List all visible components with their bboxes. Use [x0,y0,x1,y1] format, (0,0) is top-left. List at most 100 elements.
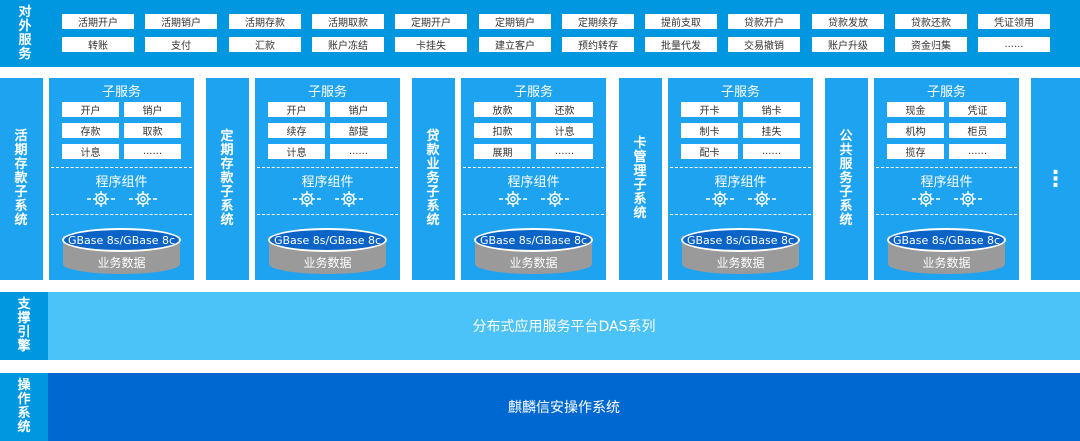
divider [876,214,1017,215]
subservice-item[interactable]: ...... [536,144,593,159]
service-item[interactable]: 交易撤销 [728,37,800,52]
service-item[interactable]: 资金归集 [895,37,967,52]
gear-icon [496,190,530,210]
service-item[interactable]: 定期销户 [479,14,551,29]
service-item[interactable]: 汇款 [229,37,301,52]
subservice-item[interactable]: 销户 [330,102,387,117]
subservice-item[interactable]: 放款 [474,102,531,117]
service-item[interactable]: 建立客户 [479,37,551,52]
subservice-item[interactable]: 凭证 [949,102,1006,117]
divider [51,167,192,168]
component-icons [461,190,606,210]
gear-icon [538,190,572,210]
subsystem-label: 定期存款子系统 [214,80,240,278]
service-item[interactable]: 批量代发 [645,37,717,52]
subservice-item[interactable]: 配卡 [681,144,738,159]
service-item[interactable]: 账户升级 [812,37,884,52]
label-char: 系 [14,199,28,214]
business-data-label: 业务数据 [509,256,558,270]
subservice-item[interactable]: ...... [743,144,800,159]
service-item[interactable]: 活期开户 [62,14,134,29]
service-item[interactable]: 活期取款 [312,14,384,29]
subservice-item[interactable]: ...... [949,144,1006,159]
subservice-item[interactable]: 挂失 [743,123,800,138]
support-engine-bar: 分布式应用服务平台DAS系列 [48,292,1080,360]
label-char: 期 [14,143,28,158]
subservice-item[interactable]: 计息 [536,123,593,138]
os-bar: 麒麟信安操作系统 [48,373,1080,441]
gear-icon [126,190,160,210]
service-item[interactable]: 活期销户 [145,14,217,29]
subservice-item[interactable]: 柜员 [949,123,1006,138]
label-char: 服 [18,33,32,48]
database-label: GBase 8s/GBase 8c [887,228,1006,252]
subservice-item[interactable]: 还款 [536,102,593,117]
subsystem-label: 活期存款子系统 [8,80,34,278]
label-char: 务 [839,171,853,186]
service-item[interactable]: 预约转存 [562,37,634,52]
subservice-item[interactable]: ...... [124,144,181,159]
subservice-item[interactable]: 存款 [62,123,119,138]
subservice-item[interactable]: 取款 [124,123,181,138]
service-item[interactable]: 账户冻结 [312,37,384,52]
business-data-label: 业务数据 [922,256,971,270]
subservice-item[interactable]: 部提 [330,123,387,138]
component-label: 程序组件 [301,175,354,190]
component-label: 程序组件 [714,175,767,190]
label-char: 理 [633,164,647,179]
gear-icon [290,190,324,210]
service-item[interactable]: 活期存款 [229,14,301,29]
subsystem-label: 公共服务子系统 [833,80,859,278]
label-char: 子 [633,178,647,193]
label-char: 统 [17,420,31,435]
service-item[interactable]: 卡挂失 [395,37,467,52]
subservice-item[interactable]: 揽存 [887,144,944,159]
subservice-item[interactable]: 现金 [887,102,944,117]
more-subsystems-column: ⋮ [1031,78,1080,280]
subservice-item[interactable]: 扣款 [474,123,531,138]
subsystem-title: 子服务 [307,85,347,100]
subservice-item[interactable]: 开户 [62,102,119,117]
label-char: 贷 [426,129,440,144]
component-label: 程序组件 [920,175,973,190]
label-char: 作 [17,392,31,407]
label-char: 子 [426,185,440,200]
service-item[interactable]: 贷款还款 [895,14,967,29]
subservice-item[interactable]: 续存 [268,123,325,138]
label-char: 款 [220,171,234,186]
divider [670,214,811,215]
subservice-item[interactable]: 制卡 [681,123,738,138]
label-char: 管 [633,150,647,165]
database-label: GBase 8s/GBase 8c [62,228,181,252]
service-item[interactable]: 贷款发放 [812,14,884,29]
os-label: 操 作 系 统 [11,375,37,439]
subsystem-label: 贷款业务子系统 [420,80,446,278]
gear-icon [951,190,985,210]
subservice-item[interactable]: 机构 [887,123,944,138]
component-icons [874,190,1019,210]
label-char: 子 [14,185,28,200]
subservice-item[interactable]: 展期 [474,144,531,159]
service-item[interactable]: 贷款开户 [728,14,800,29]
subservice-item[interactable]: 计息 [62,144,119,159]
label-char: 子 [220,185,234,200]
service-item[interactable]: 定期开户 [395,14,467,29]
subservice-item[interactable]: 开户 [268,102,325,117]
service-item[interactable]: 支付 [145,37,217,52]
subservice-item[interactable]: 销户 [124,102,181,117]
service-item[interactable]: 定期续存 [562,14,634,29]
subservice-item[interactable]: 开卡 [681,102,738,117]
subsystem-label-block [0,78,43,280]
service-item[interactable]: 凭证领用 [978,14,1050,29]
divider [670,167,811,168]
subsystem-title: 子服务 [101,85,141,100]
subservice-item[interactable]: 销卡 [743,102,800,117]
service-item[interactable]: 转账 [62,37,134,52]
subservice-item[interactable]: 计息 [268,144,325,159]
service-item[interactable]: ...... [978,37,1050,52]
service-item[interactable]: 提前支取 [645,14,717,29]
subservice-item[interactable]: ...... [330,144,387,159]
gear-icon [909,190,943,210]
database-label: GBase 8s/GBase 8c [268,228,387,252]
label-char: 卡 [633,136,647,151]
